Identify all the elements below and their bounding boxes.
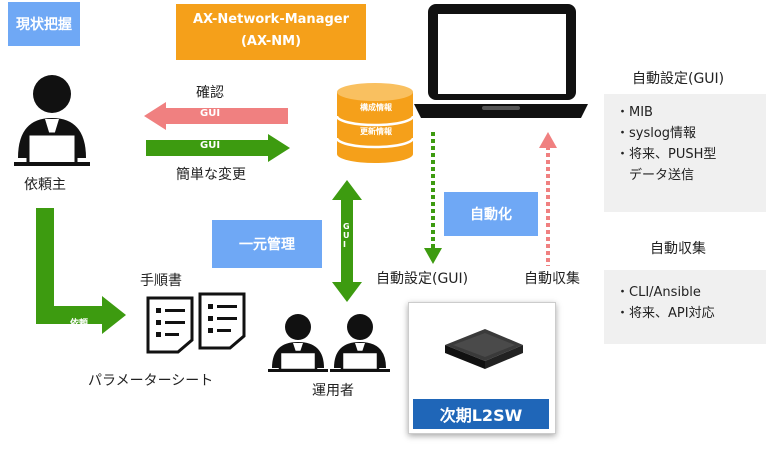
device-label: 次期L2SW [413,399,549,429]
laptop-icon [414,4,588,118]
switch-icon [445,329,523,369]
current-status-tag: 現状把握 [8,2,80,46]
database-icon [335,83,415,163]
confirm-gui-text: GUI [200,108,221,119]
unified-management-tag: 一元管理 [212,220,322,268]
panel-gui: ・MIB ・syslog情報 ・将来、PUSH型 データ送信 [604,94,766,212]
manager-box: AX-Network-Manager (AX-NM) [176,4,366,60]
confirm-label: 確認 [196,85,224,101]
panel-gui-item: ・syslog情報 [616,126,697,141]
auto-setting-label: 自動設定(GUI) [376,271,469,287]
change-gui-text: GUI [200,140,221,151]
panel-collect-item: ・将来、API対応 [616,306,715,321]
db-update-label: 更新情報 [360,127,392,136]
operator-label: 運用者 [312,383,354,399]
document-icon [146,296,194,354]
automation-tag: 自動化 [444,192,538,236]
vertical-gui-arrow [332,180,362,302]
panel-gui-item: ・将来、PUSH型 [616,147,717,162]
confirm-arrow [144,102,288,130]
auto-collect-arrow [539,132,557,266]
panel-collect-title: 自動収集 [650,241,706,257]
panel-gui-title: 自動設定(GUI) [632,71,725,87]
easy-change-label: 簡単な変更 [176,167,246,183]
change-arrow [146,134,290,162]
db-config-label: 構成情報 [360,103,392,112]
operator-icon [268,314,328,372]
requester-label: 依頼主 [24,177,66,193]
panel-collect-item: ・CLI/Ansible [616,285,701,300]
auto-setting-arrow [424,132,442,264]
document-icon-2 [198,292,246,350]
procedure-label: 手順書 [140,273,182,289]
panel-collect: ・CLI/Ansible ・将来、API対応 [604,270,766,344]
request-text: 依頼 [70,319,89,329]
manager-name: AX-Network-Manager [193,12,349,27]
request-arrow [36,208,126,334]
panel-gui-item: ・MIB [616,105,653,120]
parameter-sheet-label: パラメーターシート [88,373,214,389]
device-card: 次期L2SW [408,302,556,434]
requester-icon [14,75,90,166]
operator-icon-2 [330,314,390,372]
auto-collect-label: 自動収集 [524,271,580,287]
manager-abbr: (AX-NM) [240,34,302,49]
vertical-gui-text: GUI [343,222,350,249]
panel-gui-item: データ送信 [616,168,695,183]
